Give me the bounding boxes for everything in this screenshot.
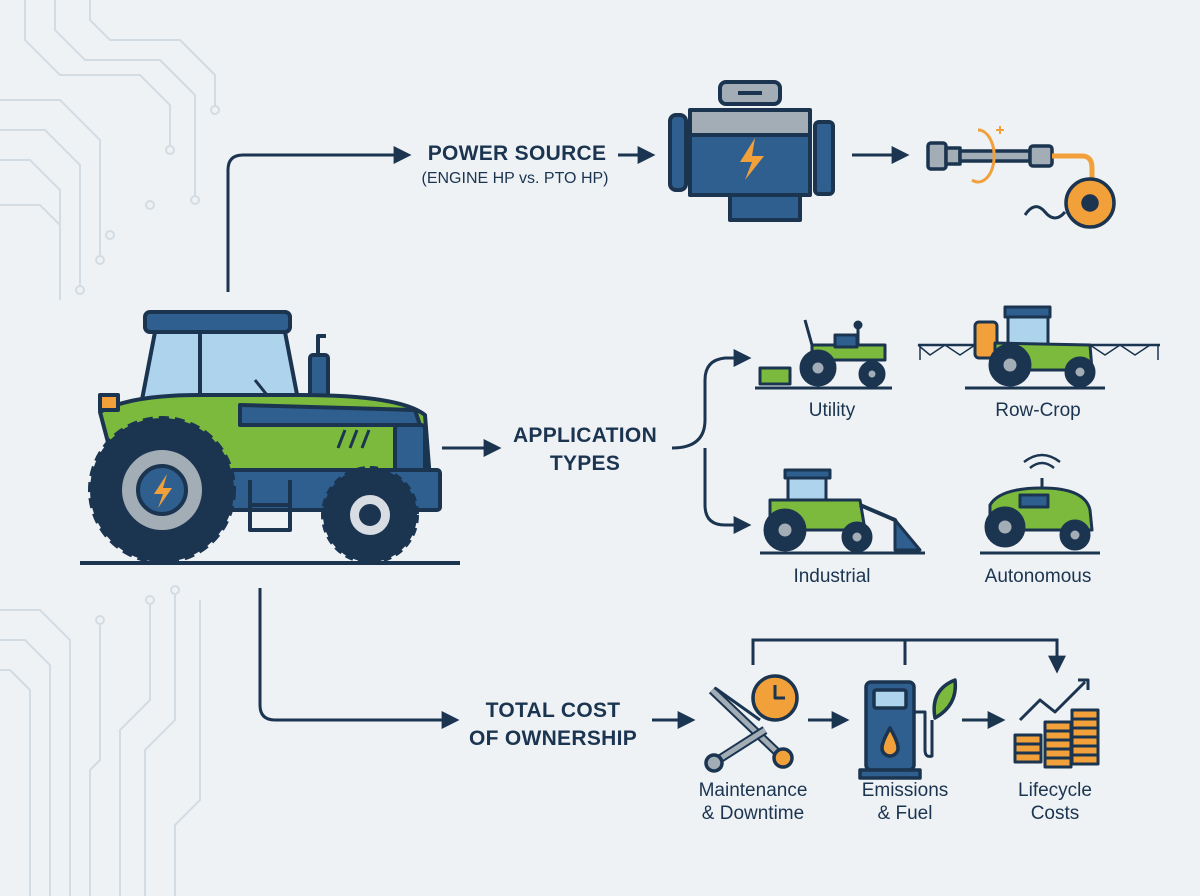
tco-label-maintenance-line2: & Downtime	[701, 803, 805, 824]
application-label-utility: Utility	[808, 400, 856, 421]
industrial-tractor-icon	[760, 468, 925, 555]
tco-label-maintenance-line1: Maintenance	[698, 780, 808, 801]
engine-icon	[668, 80, 835, 222]
utility-tractor-icon	[755, 319, 892, 390]
main-tractor-illustration	[80, 310, 460, 565]
autonomous-tractor-icon	[980, 453, 1100, 555]
application-label-row-crop: Row-Crop	[995, 400, 1081, 421]
power-source-title: POWER SOURCE	[427, 142, 607, 165]
power-source-subtitle: (ENGINE HP vs. PTO HP)	[421, 170, 609, 187]
row-crop-tractor-icon	[917, 305, 1160, 390]
application-types-title-line1: APPLICATION	[512, 424, 658, 447]
circuit-nodes-decoration	[75, 105, 220, 625]
circuit-traces-decoration	[0, 0, 216, 896]
application-label-industrial: Industrial	[793, 566, 871, 587]
total-cost-title-line1: TOTAL COST	[485, 699, 621, 722]
pto-shaft-icon	[926, 126, 1116, 229]
fuel-pump-leaf-icon	[858, 678, 958, 780]
lifecycle-costs-coins-icon	[1013, 678, 1100, 769]
maintenance-wrench-clock-icon	[704, 674, 799, 773]
tco-label-lifecycle-line2: Costs	[1030, 803, 1080, 824]
application-label-autonomous: Autonomous	[984, 566, 1092, 587]
tco-label-emissions-line2: & Fuel	[877, 803, 933, 824]
tco-label-lifecycle-line1: Lifecycle	[1018, 780, 1092, 801]
total-cost-title-line2: OF OWNERSHIP	[468, 727, 638, 750]
application-types-title-line2: TYPES	[549, 452, 621, 475]
flow-connectors	[226, 146, 1066, 729]
tco-label-emissions-line1: Emissions	[861, 780, 949, 801]
